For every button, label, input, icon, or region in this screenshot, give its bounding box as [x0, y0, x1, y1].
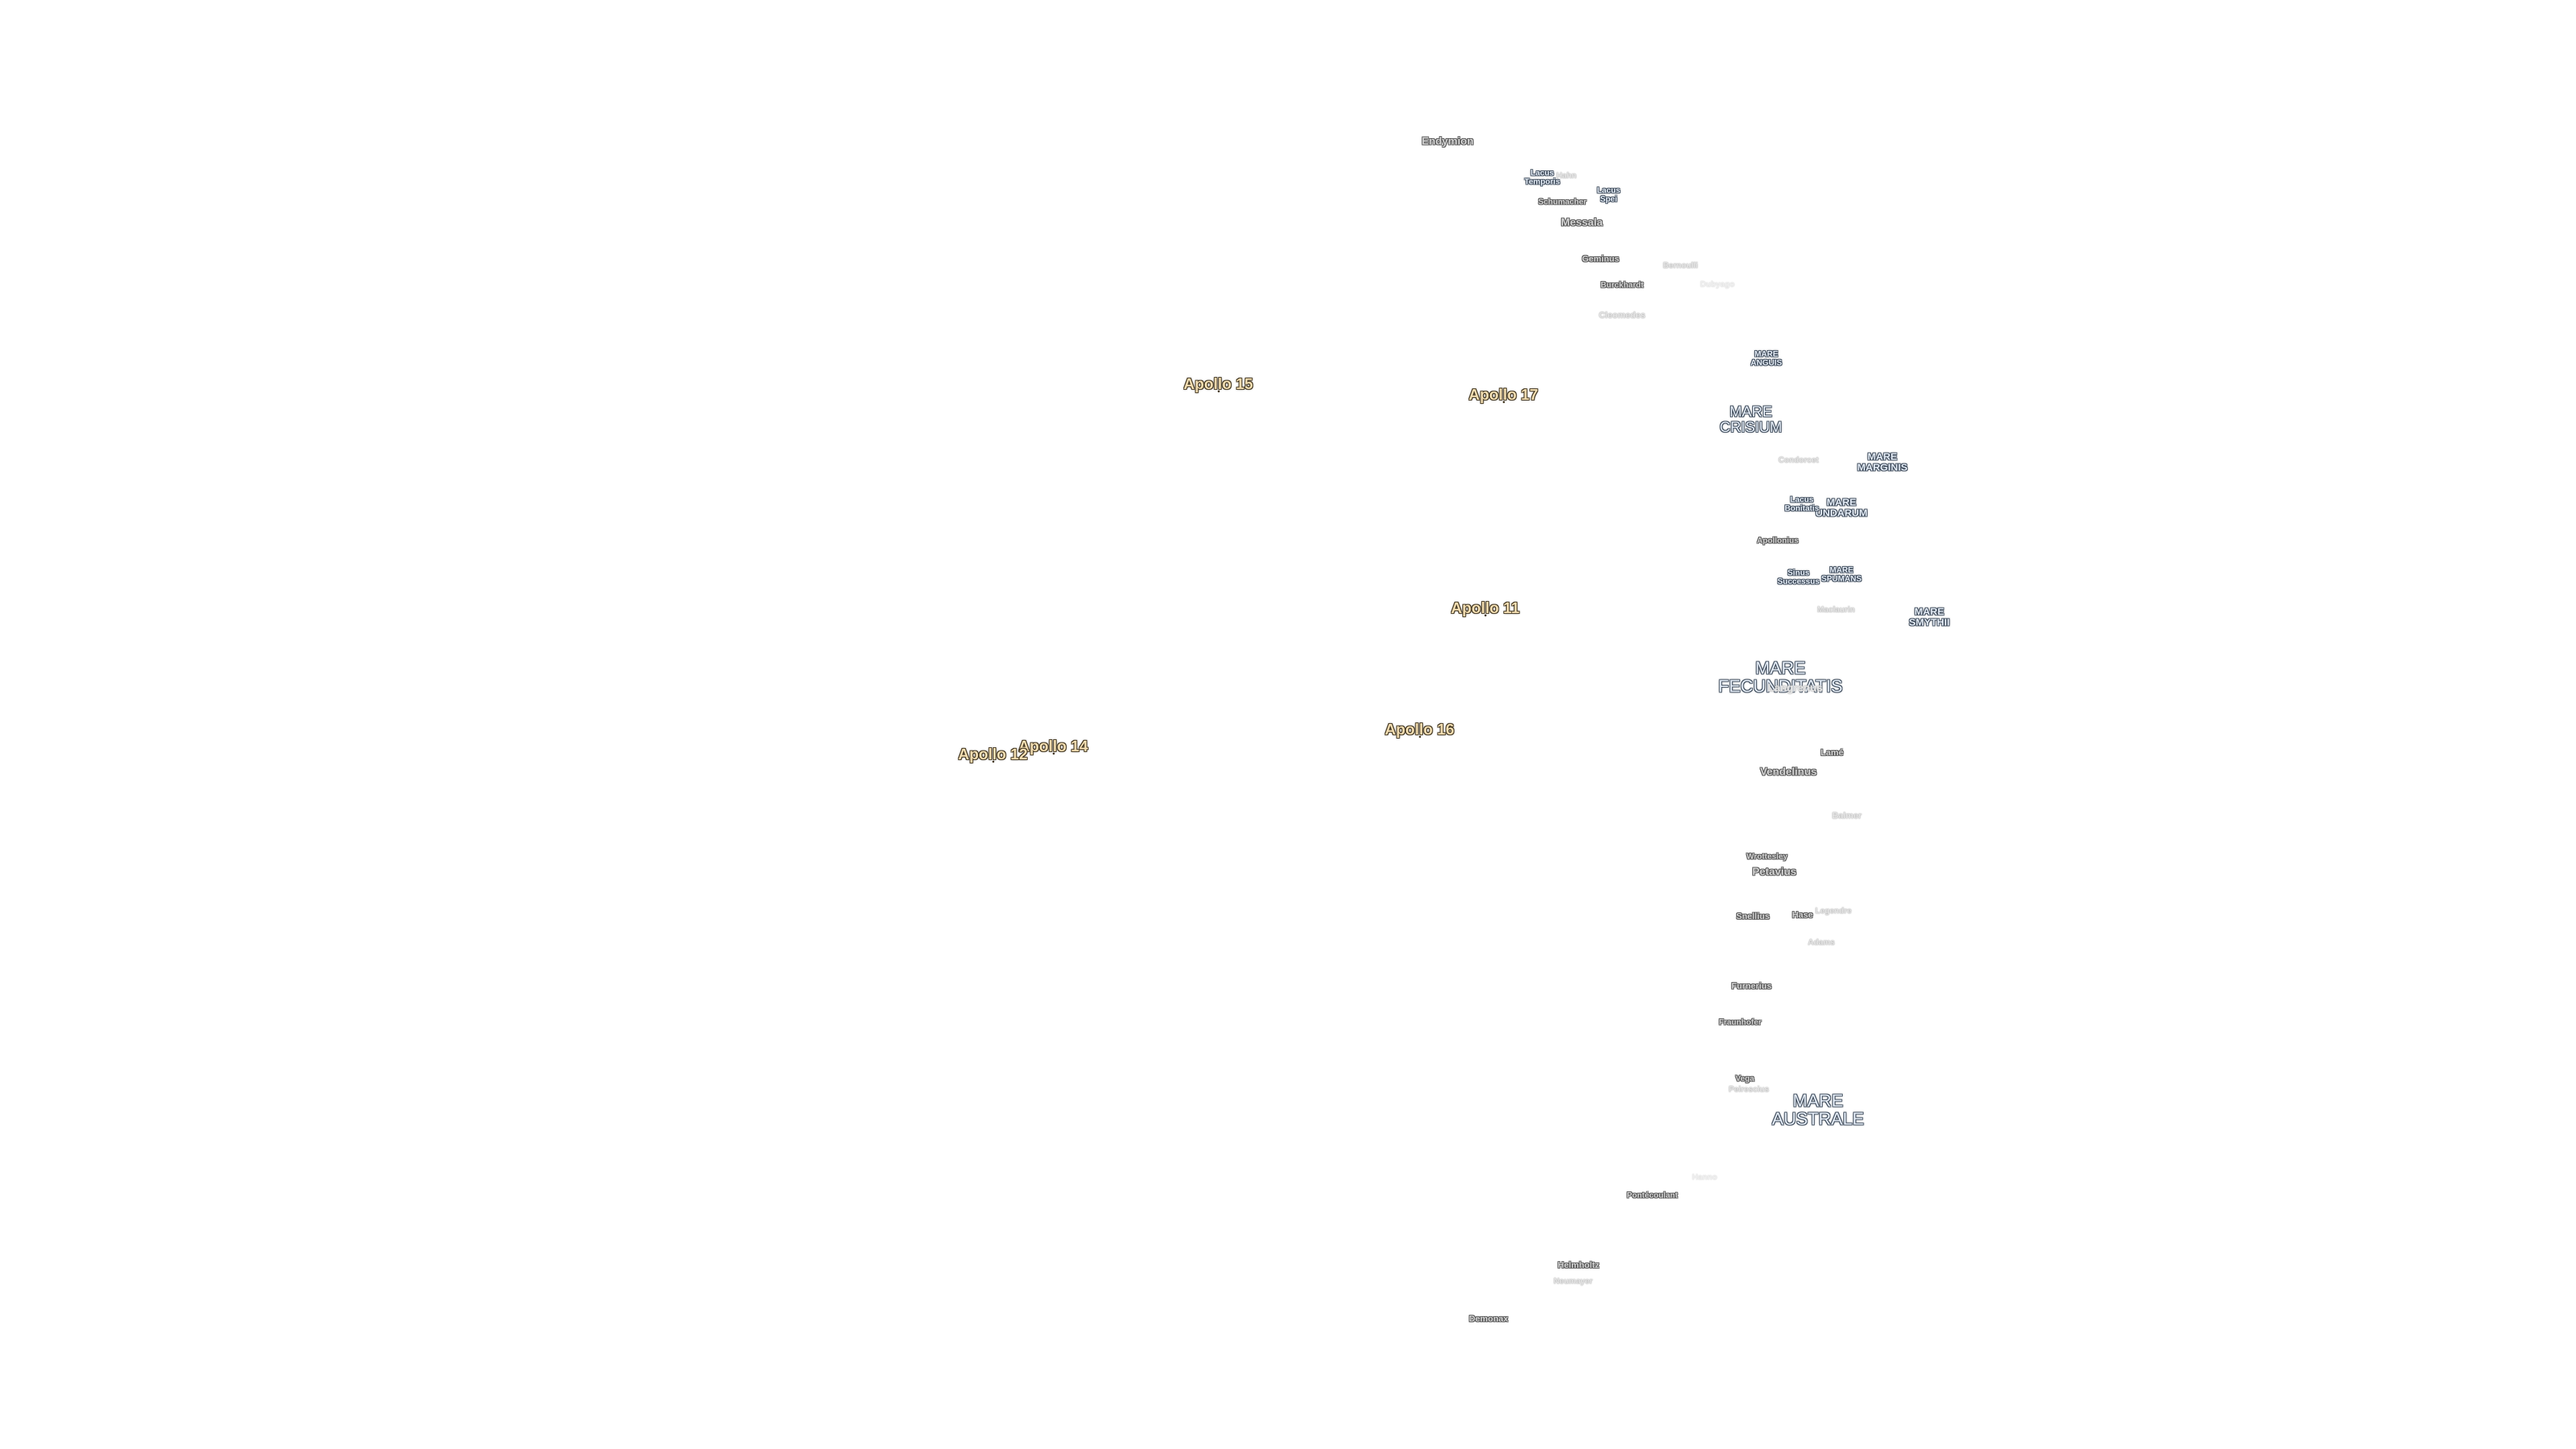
wrottesley-label[interactable]: Wrottesley	[1746, 851, 1788, 861]
apollo-14-text: Apollo 14	[1018, 737, 1088, 755]
apollo-12-text: Apollo 12	[958, 745, 1028, 763]
legendre-label[interactable]: Legendre	[1815, 906, 1852, 916]
apollo-12-label[interactable]: Apollo 12	[958, 745, 1028, 763]
apollo-11-text: Apollo 11	[1450, 598, 1520, 616]
mare-smythii-label[interactable]: MARE SMYTHII	[1909, 606, 1950, 628]
adams-label[interactable]: Adams	[1807, 937, 1835, 947]
balmer-label[interactable]: Balmer	[1831, 810, 1862, 821]
fraunhofer-label[interactable]: Fraunhofer	[1719, 1017, 1762, 1027]
landing-site-marker	[1217, 390, 1220, 393]
landing-site-marker	[1052, 753, 1055, 755]
cleomedes-label[interactable]: Cleomedes	[1599, 310, 1646, 321]
pontecoulant-label[interactable]: Pontécoulant	[1626, 1190, 1678, 1200]
mare-marginis-label[interactable]: MARE MARGINIS	[1857, 451, 1908, 473]
landing-site-marker	[1418, 736, 1421, 739]
mare-spumans-label[interactable]: MARE SPUMANS	[1821, 565, 1862, 583]
hase-label[interactable]: Hase	[1792, 910, 1813, 920]
snellius-label[interactable]: Snellius	[1736, 911, 1770, 922]
lacus-temporis-label[interactable]: Lacus Temporis	[1524, 168, 1560, 186]
mare-fecunditatis-label[interactable]: MARE FECUNDITATIS	[1718, 657, 1843, 696]
landing-site-marker	[991, 761, 994, 763]
apollo-15-text: Apollo 15	[1183, 374, 1253, 392]
hanno-label[interactable]: Hanno	[1692, 1172, 1717, 1182]
apollo-17-label[interactable]: Apollo 17	[1468, 385, 1538, 404]
helmholtz-label[interactable]: Helmholtz	[1557, 1260, 1600, 1271]
hahn-label[interactable]: Hahn	[1556, 170, 1576, 180]
lacus-spei-label[interactable]: Lacus Spei	[1597, 185, 1621, 203]
bernoulli-label[interactable]: Bernoulli	[1662, 260, 1699, 270]
dubyago-label[interactable]: Dubyago	[1700, 279, 1735, 289]
apollo-16-text: Apollo 16	[1385, 720, 1454, 738]
lacus-bonitatis-label[interactable]: Lacus Bonitatis	[1784, 494, 1819, 513]
vendelinus-label[interactable]: Vendelinus	[1760, 766, 1817, 778]
vega-label[interactable]: Vega	[1735, 1073, 1755, 1083]
petavius-label[interactable]: Petavius	[1752, 866, 1796, 878]
apollo-11-label[interactable]: Apollo 11	[1450, 598, 1520, 617]
apollonius-label[interactable]: Apollonius	[1757, 535, 1799, 545]
apollo-16-label[interactable]: Apollo 16	[1385, 720, 1454, 739]
landing-site-marker	[1502, 401, 1505, 404]
sinus-successus-label[interactable]: Sinus Successus	[1777, 568, 1820, 586]
apollo-14-label[interactable]: Apollo 14	[1018, 737, 1088, 755]
maclaurin-label[interactable]: Maclaurin	[1817, 604, 1856, 614]
mare-australe-label[interactable]: MARE AUSTRALE	[1772, 1090, 1864, 1129]
mare-crisium-label[interactable]: MARE CRISIUM	[1719, 402, 1782, 435]
geminus-label[interactable]: Geminus	[1582, 254, 1619, 264]
lame-label[interactable]: Lamé	[1821, 747, 1843, 758]
mare-anguis-label[interactable]: MARE ANGUIS	[1750, 349, 1782, 367]
apollo-15-label[interactable]: Apollo 15	[1183, 374, 1253, 393]
burckhardt-label[interactable]: Burckhardt	[1600, 280, 1644, 290]
landing-site-marker	[1485, 614, 1487, 617]
peirescius-label[interactable]: Peirescius	[1728, 1084, 1770, 1094]
demonax-label[interactable]: Demonax	[1468, 1313, 1509, 1324]
langrenus-label[interactable]: Langrenus	[1768, 682, 1823, 694]
apollo-17-text: Apollo 17	[1468, 385, 1538, 403]
schumacher-label[interactable]: Schumacher	[1538, 197, 1587, 207]
condorcet-label[interactable]: Condorcet	[1778, 455, 1819, 465]
furnerius-label[interactable]: Furnerius	[1731, 981, 1772, 991]
endymion-label[interactable]: Endymion	[1421, 136, 1474, 148]
messala-label[interactable]: Messala	[1560, 217, 1603, 229]
mare-undarum-label[interactable]: MARE UNDARUM	[1815, 496, 1868, 519]
neumayer-label[interactable]: Neumayer	[1553, 1276, 1593, 1286]
